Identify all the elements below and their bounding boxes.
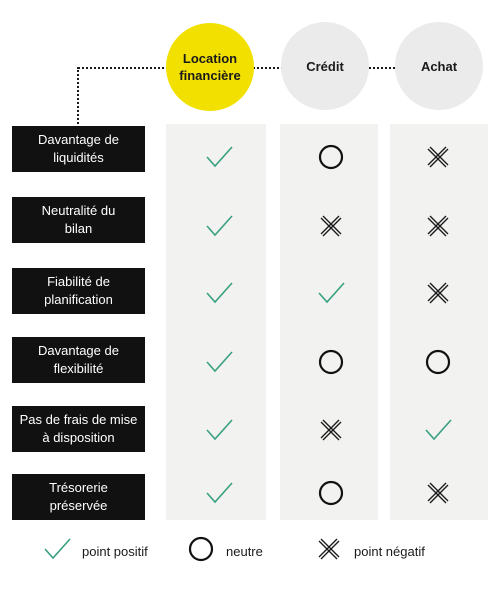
column-header-label: Achat	[420, 58, 458, 74]
column-header-location: Location financière	[166, 23, 254, 111]
cross-icon	[423, 478, 453, 508]
cross-icon	[316, 415, 346, 445]
row-label-planification: Fiabilité de planification	[12, 268, 145, 314]
circle-icon	[316, 478, 346, 508]
cross-icon	[423, 278, 453, 308]
row-label-text: Davantage de liquidités	[38, 132, 119, 165]
check-icon	[204, 478, 234, 508]
row-label-text: Fiabilité de planification	[44, 274, 113, 307]
row-label-liquidites: Davantage de liquidités	[12, 126, 145, 172]
circle-icon	[423, 347, 453, 377]
circle-icon	[316, 347, 346, 377]
row-label-text: Neutralité du bilan	[41, 203, 116, 236]
column-bg-achat	[390, 124, 488, 520]
legend-label-neutral: neutre	[226, 543, 263, 559]
check-icon	[204, 415, 234, 445]
column-header-label: Location financière	[179, 51, 241, 83]
legend-negative: point négatif	[314, 536, 425, 566]
row-label-text: Pas de frais de mise à disposition	[19, 412, 138, 445]
connector-vertical	[77, 67, 79, 124]
row-label-bilan: Neutralité du bilan	[12, 197, 145, 243]
connector-horizontal-mid	[245, 67, 283, 69]
connector-horizontal-left	[78, 67, 168, 69]
check-icon	[204, 211, 234, 241]
column-header-achat: Achat	[395, 22, 483, 110]
check-icon	[204, 142, 234, 172]
legend-neutral: neutre	[186, 536, 263, 566]
check-icon	[204, 347, 234, 377]
row-label-text: Trésorerie préservée	[49, 480, 108, 513]
column-bg-credit	[280, 124, 378, 520]
check-icon	[204, 278, 234, 308]
connector-horizontal-right	[369, 67, 395, 69]
row-label-frais: Pas de frais de mise à disposition	[12, 406, 145, 452]
row-label-text: Davantage de flexibilité	[38, 343, 119, 376]
check-icon	[423, 415, 453, 445]
cross-icon	[423, 142, 453, 172]
cross-icon	[314, 534, 344, 569]
column-header-label: Crédit	[306, 58, 344, 74]
legend-positive: point positif	[42, 536, 148, 566]
cross-icon	[423, 211, 453, 241]
legend-label-positive: point positif	[82, 543, 148, 559]
column-bg-location	[166, 124, 266, 520]
row-label-flexibilite: Davantage de flexibilité	[12, 337, 145, 383]
column-header-credit: Crédit	[281, 22, 369, 110]
check-icon	[42, 534, 72, 569]
circle-icon	[316, 142, 346, 172]
cross-icon	[316, 211, 346, 241]
row-label-tresorerie: Trésorerie préservée	[12, 474, 145, 520]
legend-label-negative: point négatif	[354, 543, 425, 559]
circle-icon	[186, 534, 216, 569]
check-icon	[316, 278, 346, 308]
